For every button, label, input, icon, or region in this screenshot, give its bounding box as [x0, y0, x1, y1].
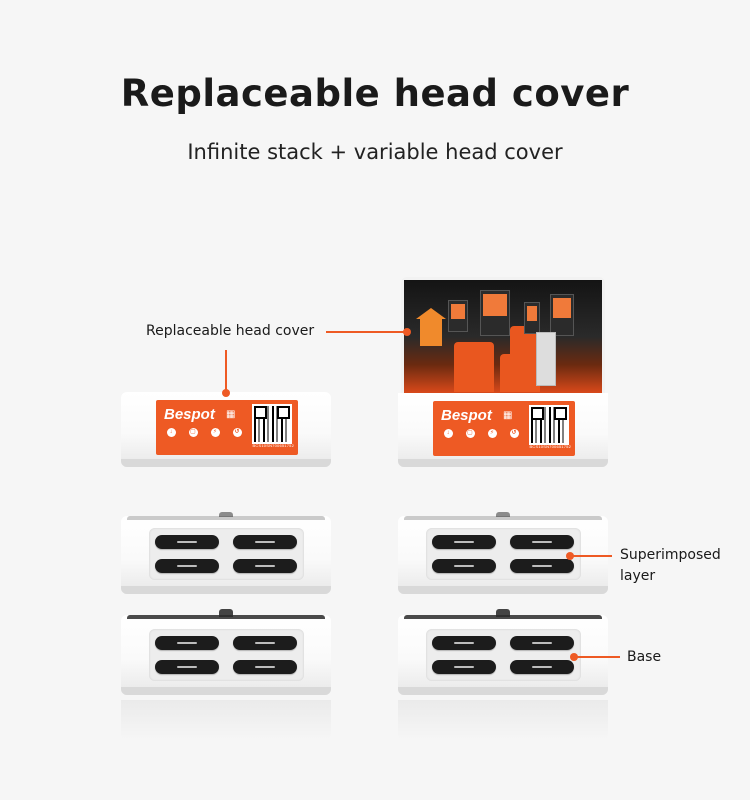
charging-slot — [155, 559, 219, 573]
charging-slot — [432, 559, 496, 573]
left-base — [121, 609, 331, 695]
callout-head-cover-label: Replaceable head cover — [146, 323, 315, 339]
charging-slot — [432, 660, 496, 674]
kiosk-graphic — [448, 300, 468, 332]
bottom-shade — [121, 687, 331, 695]
top-edge — [127, 516, 325, 520]
charging-slot — [155, 636, 219, 650]
left-superimposed-layer — [121, 512, 331, 594]
callout-head-cover-dot-screen — [403, 328, 411, 336]
charging-slot — [510, 660, 574, 674]
left-head-cover: Bespot ▦ ↓ ▢ ⚡ ↺ BCS10SN700651752 — [121, 392, 331, 467]
slot-panel — [149, 629, 304, 681]
download-app-icon: ↓ — [162, 428, 180, 437]
bottom-shade — [121, 459, 331, 467]
stack-connector — [496, 512, 510, 517]
charging-slot — [510, 535, 574, 549]
kiosk-graphic — [550, 294, 574, 336]
callout-superimposed-dot — [566, 552, 574, 560]
top-edge — [404, 516, 602, 520]
usage-steps: ↓ ▢ ⚡ ↺ — [439, 429, 529, 453]
charging-slot — [233, 660, 297, 674]
enjoy-charging-icon: ⚡ — [483, 429, 501, 438]
pillar-graphic — [454, 342, 494, 392]
device-code: BCS10SN700651752 — [529, 444, 571, 449]
scan-qr-icon: ▢ — [465, 429, 475, 438]
right-head-cover: Bespot ▦ ↓ ▢ ⚡ ↺ BCS10SN700651752 — [398, 393, 608, 467]
right-superimposed-layer — [398, 512, 608, 594]
slot-panel — [149, 528, 304, 580]
right-product-label: Bespot ▦ ↓ ▢ ⚡ ↺ BCS10SN700651752 — [433, 401, 575, 456]
enjoy-charging-icon: ⚡ — [206, 428, 224, 437]
callout-base-line — [576, 656, 620, 658]
right-base — [398, 609, 608, 695]
charging-slot — [432, 535, 496, 549]
callout-head-cover-line-horizontal — [326, 331, 406, 333]
house-graphic — [416, 308, 446, 346]
stack-connector — [496, 609, 510, 617]
left-reflection — [121, 700, 331, 740]
left-product-label: Bespot ▦ ↓ ▢ ⚡ ↺ BCS10SN700651752 — [156, 400, 298, 455]
kiosk-graphic — [480, 290, 510, 336]
callout-base-label: Base — [627, 649, 662, 665]
callout-head-cover-line-vertical — [225, 350, 227, 394]
callout-base-dot — [570, 653, 578, 661]
right-reflection — [398, 700, 608, 740]
charging-slot — [155, 660, 219, 674]
charging-slot — [432, 636, 496, 650]
bottom-shade — [121, 586, 331, 594]
charging-slot — [510, 559, 574, 573]
scan-qr-icon: ▢ — [188, 428, 198, 437]
bottom-shade — [398, 459, 608, 467]
return-icon: ↺ — [232, 428, 242, 437]
top-edge — [404, 615, 602, 619]
download-app-icon: ↓ — [439, 429, 457, 438]
charging-slot — [233, 559, 297, 573]
device-code: BCS10SN700651752 — [252, 443, 294, 448]
bottom-shade — [398, 687, 608, 695]
charging-slot — [155, 535, 219, 549]
charging-slot — [510, 636, 574, 650]
kiosk-graphic — [524, 302, 540, 334]
usage-steps: ↓ ▢ ⚡ ↺ — [162, 428, 252, 452]
stack-connector — [219, 609, 233, 617]
charging-slot — [233, 636, 297, 650]
slot-panel — [426, 528, 581, 580]
brand-mark-icon: ▦ — [503, 410, 513, 421]
pillar-graphic — [510, 326, 540, 392]
callout-superimposed-line — [572, 555, 612, 557]
bottom-shade — [398, 586, 608, 594]
brand-logo: Bespot — [441, 407, 492, 424]
qr-code — [529, 405, 569, 445]
page-subtitle: Infinite stack + variable head cover — [187, 140, 563, 164]
screen-image — [404, 280, 602, 393]
return-icon: ↺ — [509, 429, 519, 438]
qr-code — [252, 404, 292, 444]
brand-mark-icon: ▦ — [226, 409, 236, 420]
page-title: Replaceable head cover — [120, 72, 630, 115]
top-edge — [127, 615, 325, 619]
display-screen — [401, 277, 605, 393]
brand-logo: Bespot — [164, 406, 215, 423]
slot-panel — [426, 629, 581, 681]
stack-connector — [219, 512, 233, 517]
kiosk-graphic — [536, 332, 556, 386]
callout-head-cover-dot-left — [222, 389, 230, 397]
callout-superimposed-label-1: Superimposed — [620, 547, 721, 563]
callout-superimposed-label-2: layer — [620, 568, 656, 584]
charging-slot — [233, 535, 297, 549]
